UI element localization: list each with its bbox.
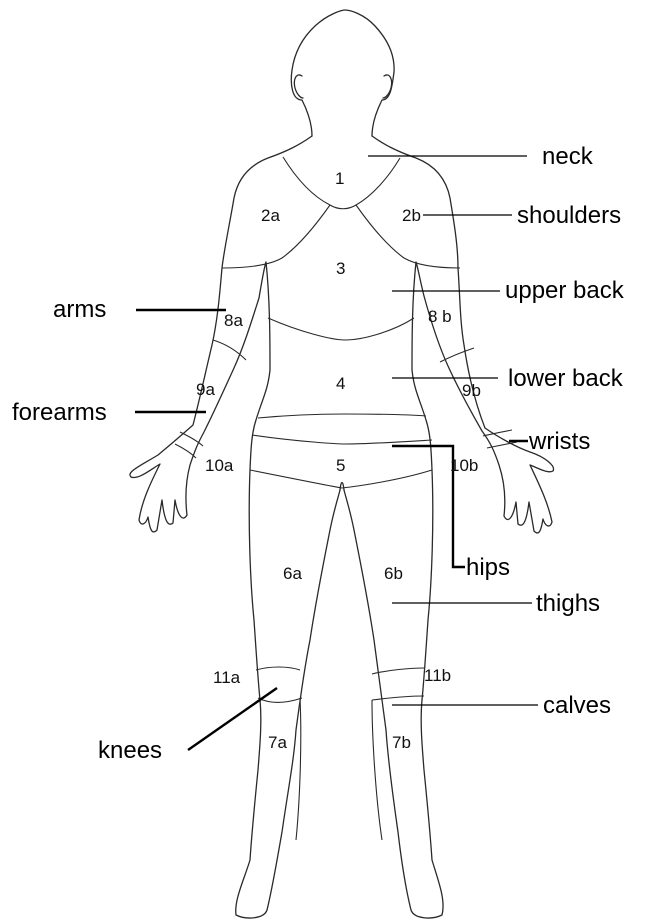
right-wrist-line-a (483, 430, 512, 436)
right-knee-line-bottom (372, 696, 424, 700)
region-label-2a: 2a (261, 206, 280, 225)
region-label-7b: 7b (392, 733, 411, 752)
region-label-6a: 6a (283, 564, 302, 583)
label-arms: arms (53, 296, 106, 323)
part-labels: neck shoulders upper back arms lower bac… (12, 143, 625, 764)
region-label-8b: 8 b (428, 307, 452, 326)
region-label-11a: 11a (213, 668, 241, 687)
label-neck: neck (542, 143, 594, 170)
left-knee-line-top (256, 667, 300, 670)
pointer-lines (135, 156, 538, 750)
label-hips: hips (466, 554, 510, 581)
right-ear-outline (383, 75, 392, 98)
region-label-8a: 8a (224, 311, 243, 330)
left-body-outline (130, 136, 340, 918)
region-label-4: 4 (336, 374, 345, 393)
right-knee-line-top (372, 668, 424, 674)
crotch-outline (340, 483, 344, 491)
knees-pointer (188, 688, 277, 750)
region-label-1: 1 (335, 169, 344, 188)
region-label-10a: 10a (205, 456, 234, 475)
region-label-11b: 11b (424, 666, 451, 685)
region-label-6b: 6b (384, 564, 403, 583)
region-label-9a: 9a (196, 380, 215, 399)
left-knee-line-bottom (258, 698, 302, 703)
label-calves: calves (543, 692, 611, 719)
label-lower-back: lower back (508, 365, 624, 392)
left-ear-outline (294, 75, 303, 98)
region-numbers: 1 2a 2b 3 8a 8 b 4 9a 9b 5 10a 10b 6a 6b… (196, 169, 481, 752)
right-elbow-line (440, 348, 474, 362)
hips-line-top (252, 435, 432, 444)
region-label-9b: 9b (462, 381, 481, 400)
left-wrist-line-a (180, 432, 203, 446)
waist-line-lower (258, 414, 426, 418)
label-shoulders: shoulders (517, 202, 621, 229)
right-leg-inner (372, 700, 382, 840)
head-outline (291, 10, 394, 136)
label-wrists: wrists (528, 428, 590, 455)
region-label-7a: 7a (268, 733, 287, 752)
label-upper-back: upper back (505, 277, 625, 304)
waist-line-upper (268, 318, 414, 340)
right-body-outline (344, 136, 553, 918)
region-label-2b: 2b (402, 206, 421, 225)
label-thighs: thighs (536, 590, 600, 617)
region-label-10b: 10b (450, 456, 478, 475)
label-knees: knees (98, 737, 162, 764)
left-leg-inner (296, 698, 301, 840)
region-label-5: 5 (336, 456, 345, 475)
label-forearms: forearms (12, 399, 107, 426)
region-label-3: 3 (336, 259, 345, 278)
